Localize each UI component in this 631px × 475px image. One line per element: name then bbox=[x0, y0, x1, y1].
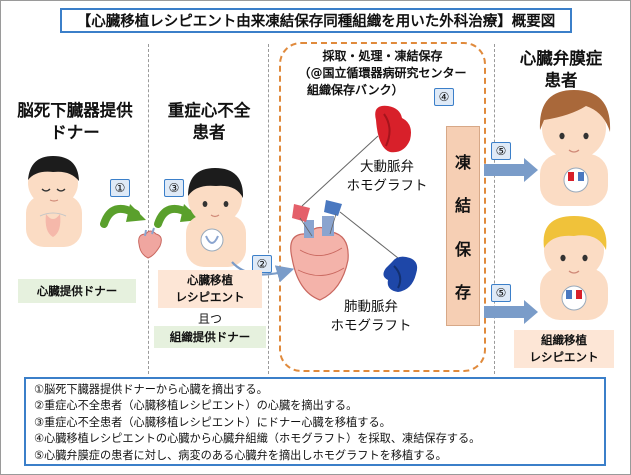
freeze-storage-column: 凍 結 保 存 bbox=[446, 126, 480, 326]
patient-1-illustration bbox=[539, 90, 611, 206]
processing-title-line2: （@国立循環器病研究センター bbox=[298, 66, 467, 80]
transplant-recipient-label: 組織移植 レシピエント bbox=[514, 330, 614, 368]
donor-header-line2: ドナー bbox=[50, 123, 100, 142]
recipient-person-illustration bbox=[186, 168, 246, 267]
divider-2 bbox=[268, 44, 269, 374]
patient-2-illustration bbox=[540, 216, 608, 320]
aortic-graft-label: 大動脈弁 ホモグラフト bbox=[326, 158, 448, 196]
pulmonary-graft-line1: 肺動脈弁 bbox=[344, 299, 398, 315]
green-arrow-1 bbox=[100, 204, 146, 228]
pulmonary-graft-label: 肺動脈弁 ホモグラフト bbox=[310, 298, 432, 336]
recipient-header-line2: 患者 bbox=[192, 123, 226, 142]
step-badge-1: ① bbox=[110, 179, 130, 197]
donor-header-line1: 脳死下臓器提供 bbox=[17, 101, 133, 120]
patient-header: 心臓弁膜症 患者 bbox=[496, 48, 626, 92]
freeze-char-1: 凍 bbox=[454, 152, 471, 172]
donor-label: 心臓提供ドナー bbox=[18, 279, 136, 303]
recipient-label-line1: 心臓移植 bbox=[187, 273, 233, 287]
processing-title: 採取・処理・凍結保存 （@国立循環器病研究センター 組織保存バンク） bbox=[279, 48, 486, 99]
recipient-label: 心臓移植 レシピエント bbox=[158, 270, 262, 308]
aortic-pointer-line bbox=[301, 135, 379, 207]
aortic-graft-line2: ホモグラフト bbox=[346, 178, 428, 194]
tissue-donor-label: 組織提供ドナー bbox=[154, 326, 266, 348]
pulmonary-valve-graft-illustration bbox=[383, 256, 418, 292]
legend-step-5: ⑤心臓弁膜症の患者に対し、病変のある心臓弁を摘出しホモグラフトを移植する。 bbox=[34, 448, 447, 462]
step-badge-2: ② bbox=[252, 255, 272, 273]
conjunction-text: 且つ bbox=[197, 312, 222, 326]
legend-step-2: ②重症心不全患者（心臓移植レシピエント）の心臓を摘出する。 bbox=[34, 399, 358, 413]
step-badge-3: ③ bbox=[164, 179, 184, 197]
recipient-header-line1: 重症心不全 bbox=[167, 101, 251, 120]
step-badge-4: ④ bbox=[434, 88, 454, 106]
step-badge-5b: ⑤ bbox=[491, 284, 511, 302]
donated-heart-icon bbox=[138, 227, 162, 259]
freeze-char-2: 結 bbox=[454, 196, 471, 216]
pulmonary-pointer-line bbox=[339, 211, 399, 259]
blue-arrow-5a bbox=[484, 158, 538, 182]
aortic-graft-line1: 大動脈弁 bbox=[360, 159, 414, 175]
transplant-label-line1: 組織移植 bbox=[541, 333, 587, 347]
freeze-char-4: 存 bbox=[454, 283, 471, 303]
aortic-valve-graft-illustration bbox=[375, 105, 411, 153]
step-badge-5a: ⑤ bbox=[491, 142, 511, 160]
patient-header-line1: 心臓弁膜症 bbox=[519, 49, 603, 68]
donor-header: 脳死下臓器提供 ドナー bbox=[2, 100, 148, 144]
processing-title-line3: 組織保存バンク） bbox=[307, 83, 404, 97]
legend-box: ①脳死下臓器提供ドナーから心臓を摘出する。 ②重症心不全患者（心臓移植レシピエン… bbox=[24, 377, 606, 466]
recipient-header: 重症心不全 患者 bbox=[150, 100, 268, 144]
recipient-label-line2: レシピエント bbox=[175, 290, 245, 304]
donor-person-illustration bbox=[26, 156, 82, 247]
patient-header-line2: 患者 bbox=[544, 71, 578, 90]
explanted-heart-illustration bbox=[290, 200, 349, 301]
legend-step-3: ③重症心不全患者（心臓移植レシピエント）にドナー心臓を移植する。 bbox=[34, 415, 391, 429]
legend-step-4: ④心臓移植レシピエントの心臓から心臓弁組織（ホモグラフト）を採取、凍結保存する。 bbox=[34, 432, 481, 446]
divider-1 bbox=[148, 44, 149, 374]
processing-title-line1: 採取・処理・凍結保存 bbox=[322, 49, 443, 63]
blue-arrow-5b bbox=[484, 300, 538, 324]
legend-step-1: ①脳死下臓器提供ドナーから心臓を摘出する。 bbox=[34, 383, 268, 396]
diagram-title: 【心臓移植レシピエント由来凍結保存同種組織を用いた外科治療】概要図 bbox=[60, 8, 572, 33]
transplant-label-line2: レシピエント bbox=[529, 350, 599, 364]
pulmonary-graft-line2: ホモグラフト bbox=[330, 318, 412, 334]
freeze-char-3: 保 bbox=[454, 239, 471, 259]
divider-3 bbox=[494, 44, 495, 374]
processing-area bbox=[279, 42, 486, 372]
